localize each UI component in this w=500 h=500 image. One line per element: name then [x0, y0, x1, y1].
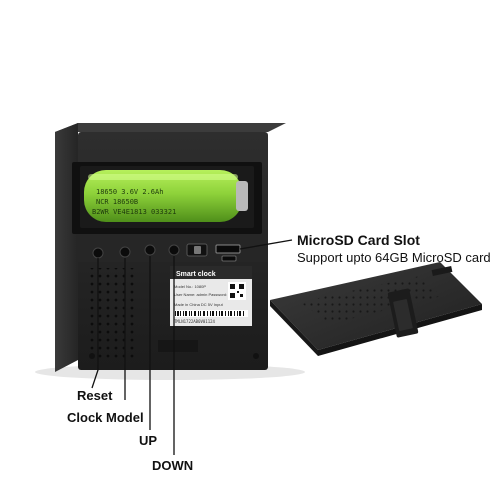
label-model: Model No.: 1080P — [174, 284, 206, 289]
battery: 18650 3.6V 2.6Ah NCR 18650B B2WR VE4E181… — [84, 170, 248, 222]
screw — [89, 353, 95, 359]
screw — [253, 353, 259, 359]
product-label: Smart clock Model No.: 1080P User Name: … — [170, 266, 252, 326]
clock-top-face — [55, 123, 286, 132]
sd-slot-callout-line — [239, 239, 293, 250]
reset-button[interactable] — [92, 247, 104, 259]
down-label: DOWN — [152, 458, 194, 473]
usb-port[interactable] — [221, 255, 237, 262]
battery-cover — [270, 262, 482, 356]
reset-callout-line — [91, 258, 99, 389]
callout-lines — [91, 239, 293, 455]
clock-side-face — [55, 123, 78, 372]
battery-label-line2: NCR 18650B — [96, 198, 138, 206]
cover-hinge-slot — [158, 340, 198, 352]
power-switch-knob — [194, 246, 201, 254]
label-origin: Made in China DC 5V Input — [174, 302, 224, 307]
battery-label-line1: 18650 3.6V 2.6Ah — [96, 188, 163, 196]
down-button[interactable] — [168, 244, 180, 256]
up-button[interactable] — [144, 244, 156, 256]
speaker-grille — [88, 268, 136, 360]
label-serial: TMLN1722AB0V01124 — [174, 319, 216, 324]
reset-label: Reset — [77, 388, 113, 403]
label-title: Smart clock — [176, 271, 216, 278]
microsd-card-slot[interactable] — [215, 244, 241, 254]
up-label: UP — [139, 433, 158, 448]
sd-slot-subtitle: Support upto 64GB MicroSD card — [297, 250, 491, 265]
clock-model-label: Clock Model — [67, 410, 144, 425]
sd-slot-title: MicroSD Card Slot — [297, 232, 420, 248]
battery-label-line3: B2WR VE4E1813 033321 — [92, 208, 176, 216]
label-credentials: User Name: admin Password: admin — [174, 292, 239, 297]
clock-model-button[interactable] — [119, 246, 131, 258]
